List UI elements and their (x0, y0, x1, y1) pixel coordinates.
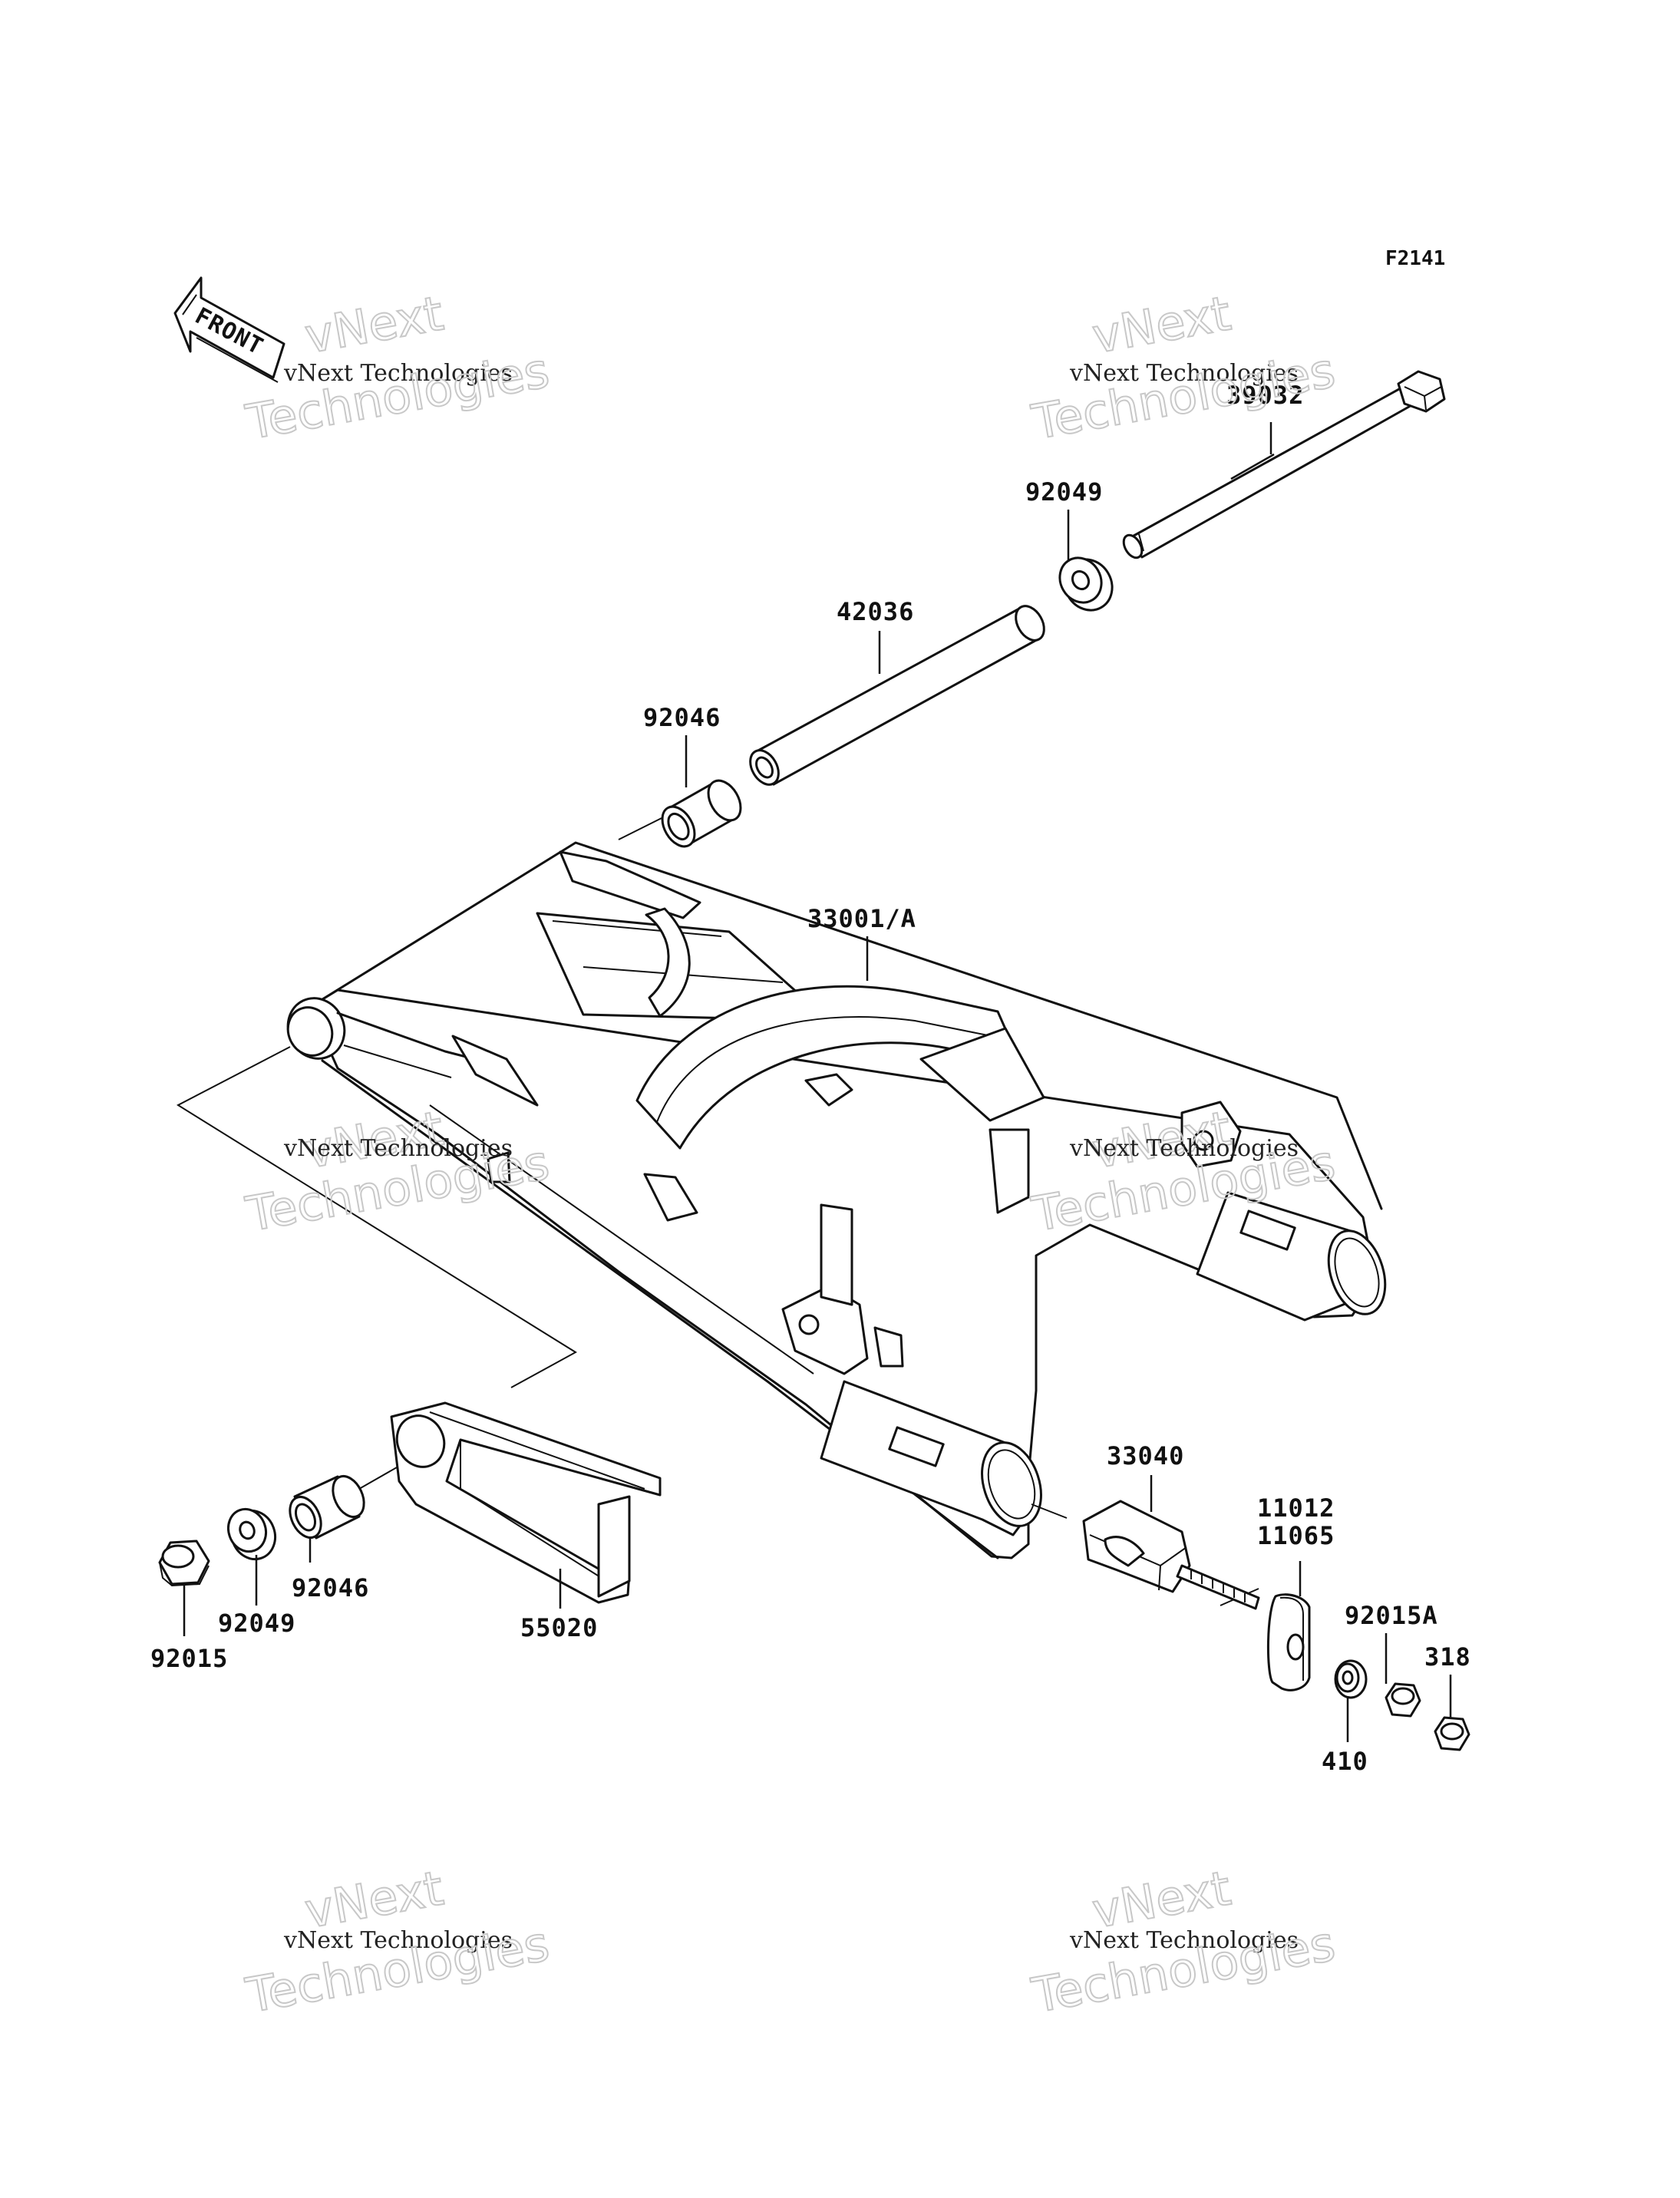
svg-text:vNext Technologies: vNext Technologies (283, 1927, 513, 1954)
nut-318 (1434, 1716, 1470, 1751)
label-92049-top: 92049 (1025, 477, 1103, 507)
nut-left (158, 1540, 210, 1587)
svg-text:vNext: vNext (1088, 285, 1235, 364)
chain-adjuster (1082, 1500, 1260, 1610)
svg-text:vNext Technologies: vNext Technologies (283, 1135, 513, 1162)
adjuster-plate (1266, 1593, 1311, 1691)
label-11012: 11012 (1257, 1493, 1335, 1523)
label-55020: 55020 (520, 1613, 598, 1642)
diagram-code: F2141 (1385, 247, 1445, 270)
washer (1334, 1659, 1368, 1699)
watermark-bottom-right: vNext vNext Technologies Technologies (1027, 1859, 1340, 2025)
collar-top (1058, 556, 1114, 612)
label-92046-bottom: 92046 (292, 1573, 369, 1602)
label-92049-bottom: 92049 (218, 1609, 295, 1638)
swing-arm (286, 841, 1387, 1559)
svg-text:vNext Technologies: vNext Technologies (1069, 360, 1299, 387)
front-arrow-icon: FRONT (173, 276, 286, 383)
label-92015: 92015 (150, 1644, 228, 1673)
label-42036: 42036 (837, 597, 914, 626)
collar-bottom (226, 1507, 276, 1561)
svg-text:vNext: vNext (301, 285, 447, 364)
label-leaders (183, 422, 1452, 1742)
label-410: 410 (1322, 1747, 1368, 1776)
watermark-bottom-left: vNext vNext Technologies Technologies (241, 1859, 554, 2025)
needle-bearing-top (661, 779, 742, 848)
label-92015a: 92015A (1345, 1601, 1438, 1630)
watermark-top-left: vNext vNext Technologies Technologies (241, 284, 554, 451)
label-33001-a: 33001/A (807, 904, 916, 933)
svg-text:Technologies: Technologies (242, 342, 553, 450)
label-92046-top: 92046 (643, 703, 721, 732)
svg-text:vNext Technologies: vNext Technologies (1069, 1927, 1299, 1954)
chain-guide (390, 1401, 662, 1604)
svg-text:vNext Technologies: vNext Technologies (283, 360, 513, 387)
label-39032: 39032 (1226, 381, 1304, 410)
pivot-sleeve (749, 605, 1045, 786)
needle-bearing-bottom (289, 1475, 365, 1540)
label-33040: 33040 (1107, 1441, 1184, 1470)
pivot-shaft (1122, 370, 1446, 559)
watermark-middle-left: vNext vNext Technologies Technologies (241, 1099, 554, 1243)
label-318: 318 (1424, 1642, 1471, 1672)
svg-text:vNext Technologies: vNext Technologies (1069, 1135, 1299, 1162)
part-labels: 39032 92049 42036 92046 33001/A 33040 11… (150, 381, 1471, 1776)
watermark-top-right: vNext vNext Technologies Technologies (1027, 284, 1340, 451)
nut-adjuster (1385, 1682, 1421, 1718)
label-11065: 11065 (1257, 1521, 1335, 1550)
svg-text:Technologies: Technologies (1028, 342, 1339, 450)
